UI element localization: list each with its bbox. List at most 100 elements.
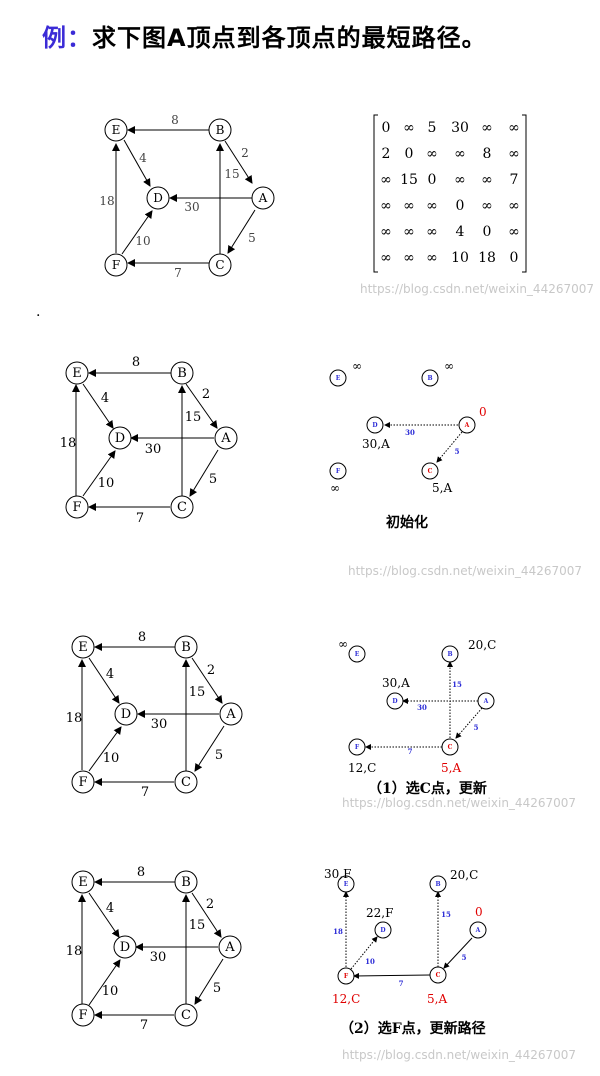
- matrix-cell: ∞: [380, 250, 392, 266]
- node-b: [170, 361, 194, 385]
- step-node-label-e: E: [355, 651, 360, 658]
- step-node-b: [441, 645, 459, 663]
- weight-a-d: 30: [184, 200, 199, 214]
- weight-f-d: 10: [135, 234, 150, 248]
- matrix-cell: 0: [428, 172, 437, 188]
- node-d: [114, 702, 138, 726]
- node-f: [104, 253, 128, 277]
- watermark: https://blog.csdn.net/weixin_44267007: [342, 1048, 577, 1062]
- weight-a-c: 5: [209, 472, 217, 487]
- node-c: [174, 1003, 198, 1027]
- matrix-cell: ∞: [403, 120, 415, 136]
- weight-c-b: 15: [185, 410, 202, 425]
- matrix-cell: 2: [382, 146, 391, 162]
- node-e: [65, 361, 89, 385]
- step-edge-a-c: [436, 431, 463, 463]
- graph-diagram-4: E B A D F C 8 4 2 15 30 5 18 10 7: [66, 865, 242, 1033]
- node-c: [174, 770, 198, 794]
- weight-c-b: 15: [189, 685, 206, 700]
- matrix-cell: ∞: [481, 172, 493, 188]
- node-label-a: A: [258, 191, 268, 205]
- dist-label-c: 5,A: [432, 481, 452, 495]
- node-e: [104, 118, 128, 142]
- watermark: https://blog.csdn.net/weixin_44267007: [342, 796, 577, 810]
- node-d: [108, 426, 132, 450]
- node-label-c: C: [177, 500, 187, 515]
- dist-label-f: 12,C: [332, 992, 360, 1006]
- matrix-cell: 15: [400, 172, 418, 188]
- step-caption-1: （1）选C点，更新: [368, 781, 487, 797]
- dist-label-a: 0: [475, 905, 483, 919]
- step-2-diagram: E B D A F C 18 10 7 15 5 30,F 20,C 22,F …: [324, 867, 487, 1006]
- step-node-label-b: B: [435, 881, 440, 888]
- node-f: [65, 495, 89, 519]
- weight-f-e: 18: [66, 944, 83, 959]
- dist-label-d: 30,A: [362, 437, 390, 451]
- weight-b-a: 2: [202, 387, 210, 402]
- matrix-cell: 10: [451, 250, 469, 266]
- edge-e-d: [88, 892, 120, 938]
- dist-label-a: 0: [479, 405, 487, 419]
- stray-mark: .: [36, 304, 41, 320]
- step-node-c: [429, 966, 447, 984]
- title-text: 求下图A顶点到各顶点的最短路径。: [92, 24, 487, 52]
- dist-label-d: 30,A: [382, 676, 410, 690]
- weight-b-e: 8: [138, 630, 146, 645]
- matrix-right-bracket: [522, 114, 527, 273]
- weight-b-a: 2: [206, 897, 214, 912]
- weight-f-e: 18: [66, 711, 83, 726]
- node-label-d: D: [120, 940, 130, 955]
- matrix-cell: ∞: [380, 224, 392, 240]
- step-init-diagram: E B D A F C 30 5 ∞ ∞ 0 30,A ∞ 5,A: [329, 359, 487, 495]
- node-e: [71, 635, 95, 659]
- matrix-cell: ∞: [508, 120, 520, 136]
- weight-b-e: 8: [137, 865, 145, 880]
- step-node-b: [421, 369, 439, 387]
- title-prefix: 例：: [42, 24, 92, 52]
- matrix-cell: ∞: [426, 198, 438, 214]
- edge-e-d: [123, 139, 151, 187]
- weight-f-d: 10: [98, 476, 115, 491]
- matrix-cell: ∞: [481, 198, 493, 214]
- step-node-f: [329, 462, 347, 480]
- edge-b-a: [185, 383, 218, 429]
- node-label-d: D: [115, 431, 125, 446]
- step-weight-a-c: 5: [462, 953, 467, 962]
- matrix-cell: ∞: [508, 198, 520, 214]
- step-node-f: [348, 738, 366, 756]
- step-node-label-c: C: [428, 468, 433, 475]
- matrix-cell: ∞: [454, 146, 466, 162]
- node-label-a: A: [224, 940, 235, 955]
- weight-a-c: 5: [213, 981, 221, 996]
- matrix-cell: ∞: [454, 172, 466, 188]
- dist-label-b: 20,C: [468, 638, 496, 652]
- step-node-d: [386, 692, 404, 710]
- step-node-e: [337, 875, 355, 893]
- graph-diagram-top: E B A D F C 8 4 2 15 30 5 18 10 7: [99, 113, 275, 280]
- edge-f-d: [82, 450, 116, 497]
- matrix-cell: ∞: [380, 198, 392, 214]
- step-node-f: [337, 967, 355, 985]
- step-node-label-a: A: [483, 698, 489, 705]
- graph-diagram-2: E B A D F C 8 4 2 15 30 5 18 10 7: [60, 356, 238, 526]
- step-caption-2: （2）选F点，更新路径: [340, 1021, 486, 1037]
- node-label-b: B: [216, 123, 225, 137]
- matrix-cell: 4: [456, 224, 465, 240]
- step-weight-a-d: 30: [405, 428, 415, 437]
- weight-a-d: 30: [150, 950, 167, 965]
- weight-b-e: 8: [132, 356, 140, 370]
- edge-e-d: [88, 657, 120, 704]
- weight-f-d: 10: [102, 984, 119, 999]
- node-b: [208, 118, 232, 142]
- node-c: [208, 253, 232, 277]
- step-node-d: [366, 416, 384, 434]
- matrix-cell: ∞: [508, 224, 520, 240]
- page-title: 例：求下图A顶点到各顶点的最短路径。: [42, 18, 487, 53]
- weight-b-a: 2: [241, 146, 249, 160]
- node-label-f: F: [78, 1008, 87, 1023]
- node-c: [170, 495, 194, 519]
- step-node-label-f: F: [344, 973, 349, 980]
- weight-c-f: 7: [136, 511, 144, 526]
- node-d: [146, 186, 170, 210]
